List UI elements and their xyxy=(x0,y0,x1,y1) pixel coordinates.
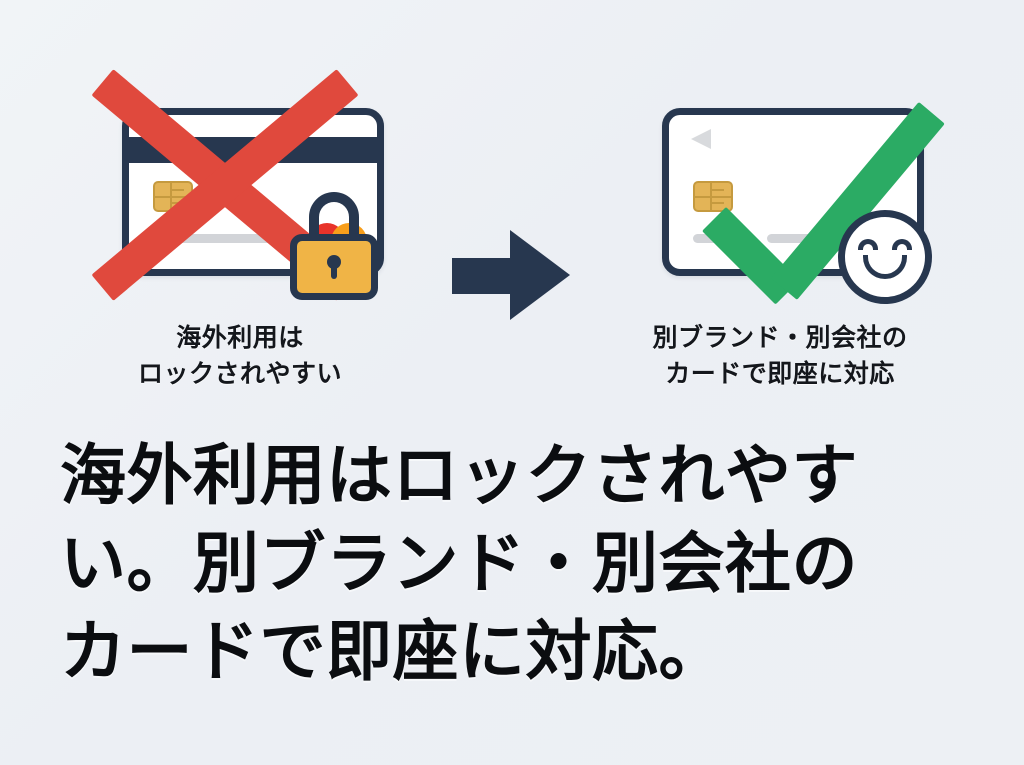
card-text-placeholder-bar xyxy=(767,234,829,243)
caption-problem: 海外利用は ロックされやすい xyxy=(40,320,440,391)
headline-line-1: 海外利用はロックされやす xyxy=(60,437,858,514)
problem-illustration xyxy=(40,69,440,310)
smiley-eye-right-icon xyxy=(892,239,912,250)
play-marker-icon xyxy=(691,129,711,149)
headline-line-3: カードで即座に対応。 xyxy=(60,612,725,690)
card-chip-icon xyxy=(153,181,193,212)
padlock-body-icon xyxy=(290,234,378,300)
padlock-icon xyxy=(286,190,382,300)
caption-solution: 別ブランド・別会社の カードで即座に対応 xyxy=(580,320,980,391)
arrow-head xyxy=(510,230,570,320)
solution-illustration xyxy=(580,70,980,310)
smiley-eye-left-icon xyxy=(858,239,878,250)
right-arrow-icon xyxy=(452,230,570,320)
caption-problem-line2: ロックされやすい xyxy=(137,358,342,388)
headline: 海外利用はロックされやす い。別ブランド・別会社の カードで即座に対応。 xyxy=(60,432,964,695)
padlock-shackle-icon xyxy=(309,192,359,248)
smiley-mouth-icon xyxy=(863,255,907,279)
card-chip-icon xyxy=(693,181,733,212)
headline-line-2: い。別ブランド・別会社の xyxy=(60,524,858,602)
arrow-shaft xyxy=(452,258,516,294)
card-text-placeholder-bar xyxy=(153,234,303,243)
caption-solution-line2: カードで即座に対応 xyxy=(665,358,895,388)
card-text-placeholder-bar xyxy=(693,234,755,243)
panel-problem: 海外利用は ロックされやすい xyxy=(40,69,440,410)
card-magnetic-stripe-icon xyxy=(128,137,378,163)
chip-contact-lines-icon xyxy=(710,189,724,191)
caption-problem-line1: 海外利用は xyxy=(176,323,304,352)
chip-contact-lines-icon xyxy=(170,189,184,191)
comparison-panels: 海外利用は ロックされやすい xyxy=(0,69,1024,410)
smiley-face-icon xyxy=(838,210,932,304)
panel-solution: 別ブランド・別会社の カードで即座に対応 xyxy=(580,70,980,410)
caption-solution-line1: 別ブランド・別会社の xyxy=(652,323,908,352)
padlock-keyhole-icon xyxy=(327,255,341,279)
